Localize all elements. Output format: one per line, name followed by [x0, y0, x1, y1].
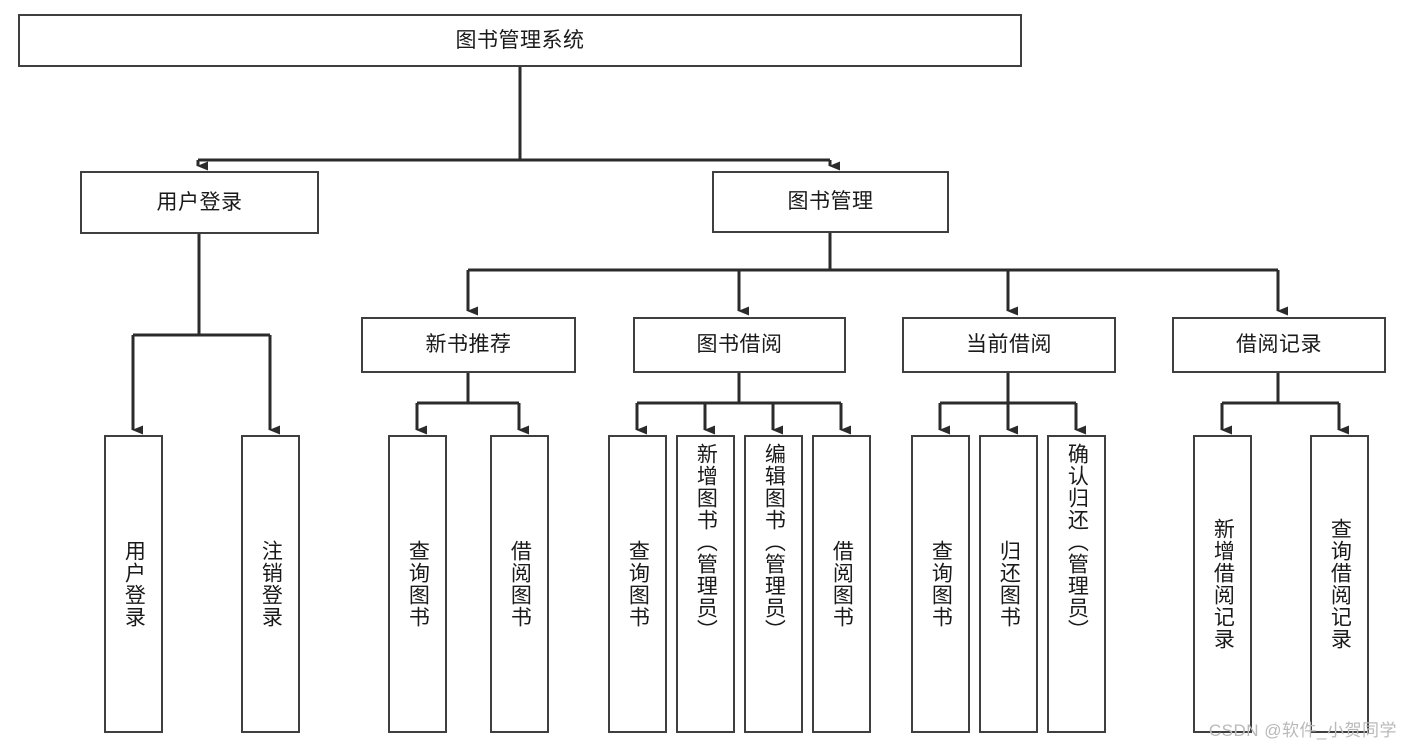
node-leaf-query-book-2-label: 查询图书 [626, 540, 650, 628]
node-new-book-recommend-label: 新书推荐 [425, 333, 512, 357]
csdn-watermark: CSDN @软件_小贺同学 [1208, 721, 1397, 740]
node-leaf-query-book-3-label: 查询图书 [929, 540, 953, 628]
node-leaf-return-book-label: 归还图书 [997, 540, 1021, 628]
node-leaf-borrow-book-1[interactable]: 借阅图书 [490, 435, 549, 733]
node-book-management-label: 图书管理 [787, 190, 874, 214]
node-leaf-confirm-return[interactable]: 确认归还（管理员） [1047, 435, 1106, 733]
node-leaf-borrow-book-1-label: 借阅图书 [508, 540, 532, 628]
node-root[interactable]: 图书管理系统 [18, 14, 1022, 67]
node-root-label: 图书管理系统 [455, 28, 585, 52]
node-leaf-query-book-3[interactable]: 查询图书 [911, 435, 970, 733]
node-leaf-add-record-label: 新增借阅记录 [1211, 518, 1235, 650]
node-leaf-query-book-1[interactable]: 查询图书 [388, 435, 447, 733]
node-leaf-query-record-label: 查询借阅记录 [1328, 518, 1352, 650]
node-book-management[interactable]: 图书管理 [712, 171, 949, 233]
node-leaf-return-book[interactable]: 归还图书 [979, 435, 1038, 733]
node-borrow-record-label: 借阅记录 [1236, 333, 1322, 357]
node-leaf-confirm-return-label: 确认归还（管理员） [1065, 443, 1089, 641]
node-leaf-logout[interactable]: 注销登录 [241, 435, 300, 733]
node-leaf-user-login-label: 用户登录 [122, 540, 146, 628]
node-user-login[interactable]: 用户登录 [80, 171, 319, 234]
node-leaf-query-record[interactable]: 查询借阅记录 [1310, 435, 1369, 733]
node-new-book-recommend[interactable]: 新书推荐 [361, 317, 576, 373]
node-leaf-user-login[interactable]: 用户登录 [104, 435, 163, 733]
node-leaf-add-book-label: 新增图书（管理员） [694, 443, 718, 641]
node-leaf-query-book-1-label: 查询图书 [406, 540, 430, 628]
node-borrow-record[interactable]: 借阅记录 [1172, 317, 1386, 373]
node-current-borrow[interactable]: 当前借阅 [902, 317, 1116, 373]
node-leaf-query-book-2[interactable]: 查询图书 [608, 435, 667, 733]
node-book-borrow-label: 图书借阅 [696, 333, 783, 357]
node-leaf-add-record[interactable]: 新增借阅记录 [1193, 435, 1252, 733]
node-leaf-borrow-book-2[interactable]: 借阅图书 [812, 435, 871, 733]
node-book-borrow[interactable]: 图书借阅 [633, 317, 846, 373]
node-user-login-label: 用户登录 [156, 190, 243, 214]
node-leaf-borrow-book-2-label: 借阅图书 [830, 540, 854, 628]
node-leaf-add-book[interactable]: 新增图书（管理员） [676, 435, 735, 733]
node-leaf-edit-book-label: 编辑图书（管理员） [762, 443, 786, 641]
node-current-borrow-label: 当前借阅 [966, 333, 1052, 357]
node-leaf-logout-label: 注销登录 [259, 540, 283, 628]
node-leaf-edit-book[interactable]: 编辑图书（管理员） [744, 435, 803, 733]
